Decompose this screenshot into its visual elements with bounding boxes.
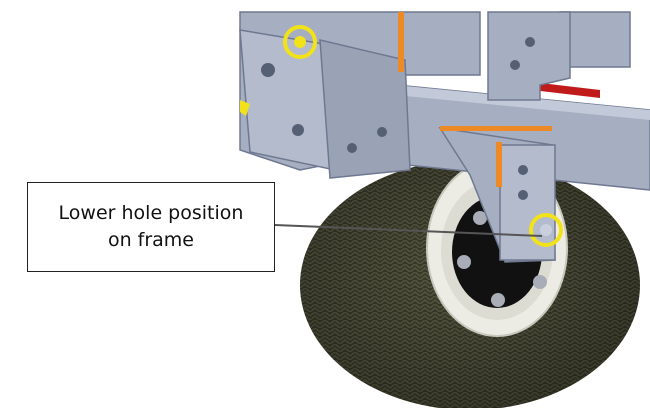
orange-marker bbox=[496, 142, 502, 187]
leader-line bbox=[274, 224, 543, 237]
wheel-pin bbox=[529, 213, 563, 247]
hitch-pin bbox=[283, 25, 317, 59]
wheel-arm bbox=[438, 11, 571, 263]
bolt-hole bbox=[510, 60, 520, 70]
bolt-hole bbox=[525, 37, 535, 47]
orange-marker bbox=[398, 12, 404, 72]
lug-nut bbox=[533, 275, 547, 289]
lower-hole bbox=[518, 165, 528, 175]
orange-marker bbox=[440, 126, 552, 131]
callout-line-1: Lower hole position bbox=[58, 202, 244, 224]
lower-hole bbox=[518, 190, 528, 200]
bolt-hole bbox=[261, 63, 275, 77]
pin-tab bbox=[240, 100, 250, 116]
bolt-hole bbox=[347, 143, 357, 153]
leg-block bbox=[499, 144, 556, 261]
side-plate bbox=[319, 39, 411, 179]
bolt-hole bbox=[377, 127, 387, 137]
bolt-hole bbox=[292, 124, 304, 136]
lug-nut bbox=[457, 255, 471, 269]
upper-bracket bbox=[239, 11, 481, 179]
wheel bbox=[300, 159, 640, 408]
lug-nut bbox=[473, 211, 487, 225]
lug-nut bbox=[491, 293, 505, 307]
callout-label: Lower hole position on frame bbox=[27, 182, 275, 272]
callout-line-2: on frame bbox=[107, 229, 195, 251]
beam-mount bbox=[559, 11, 631, 68]
